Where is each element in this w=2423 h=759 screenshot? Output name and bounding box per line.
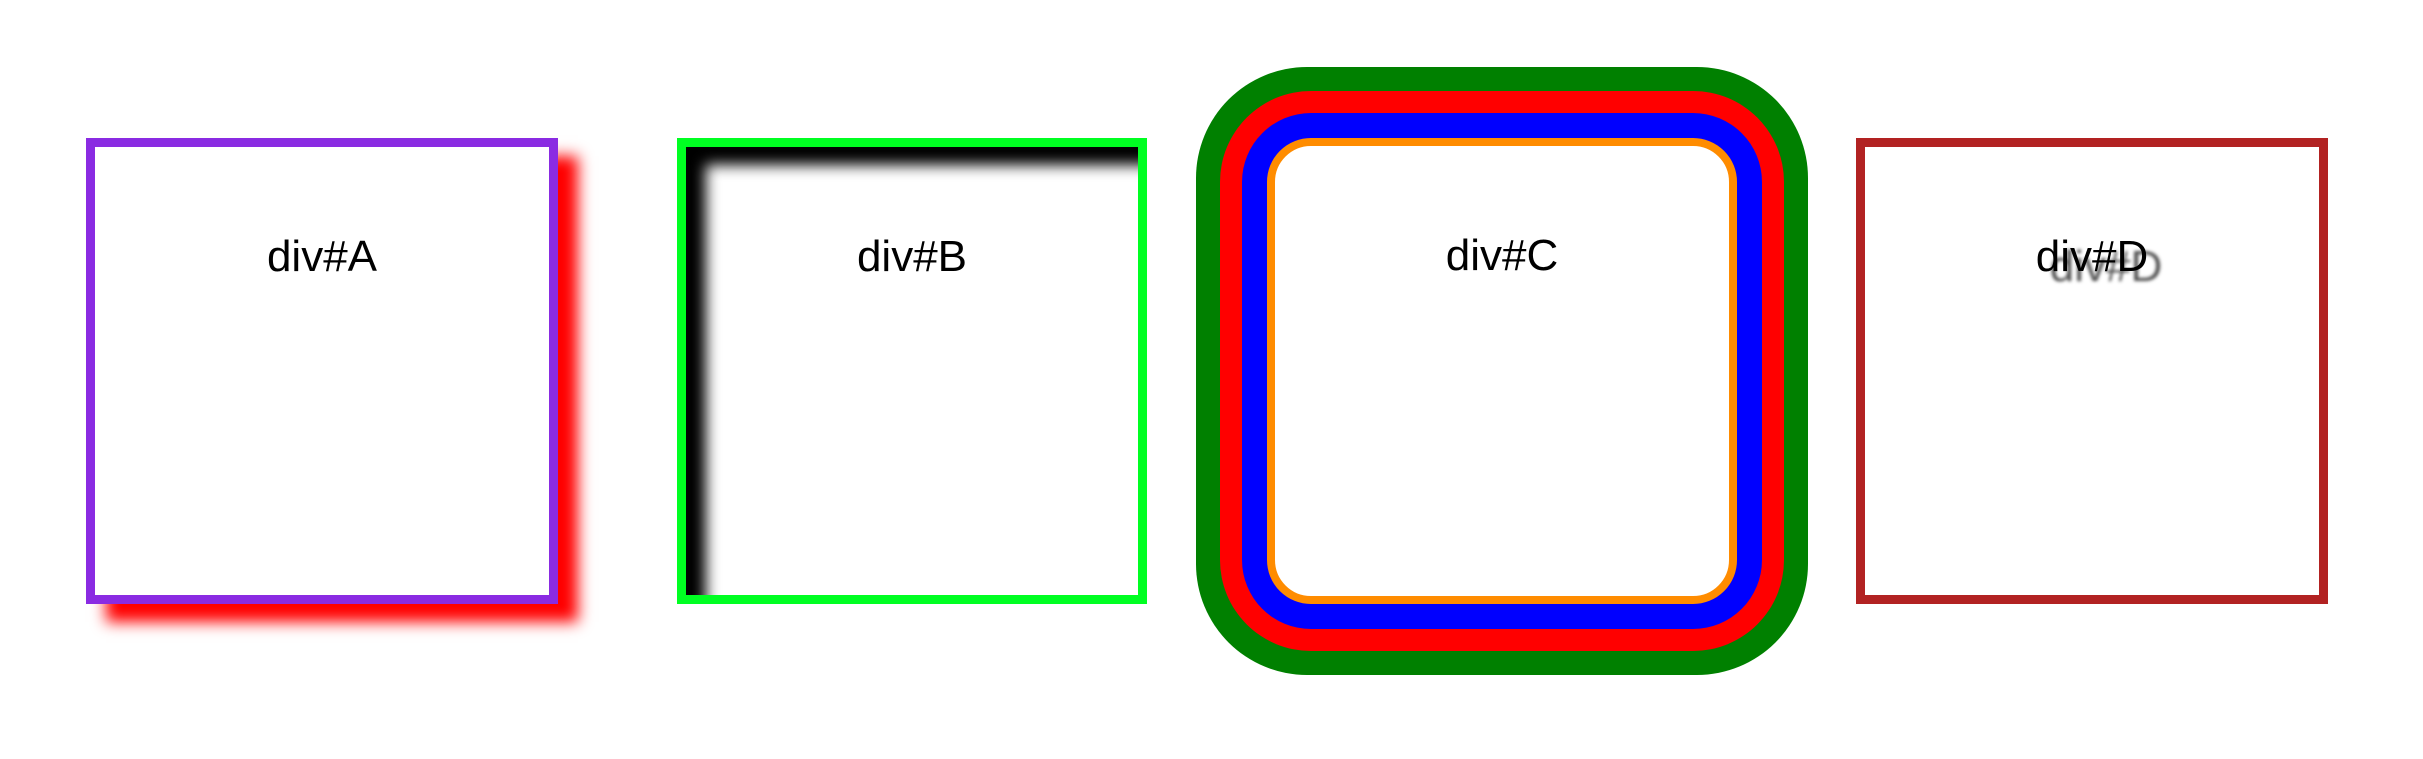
div-c-label: div#C xyxy=(1445,231,1559,280)
div-d-box: div#D xyxy=(1856,138,2328,604)
div-b-label: div#B xyxy=(856,232,968,281)
div-c-box: div#C xyxy=(1267,138,1737,604)
div-a-box: div#A xyxy=(86,138,558,604)
div-a-label: div#A xyxy=(266,232,378,281)
div-b-box: div#B xyxy=(677,138,1147,604)
div-d-label: div#D xyxy=(2035,232,2149,281)
